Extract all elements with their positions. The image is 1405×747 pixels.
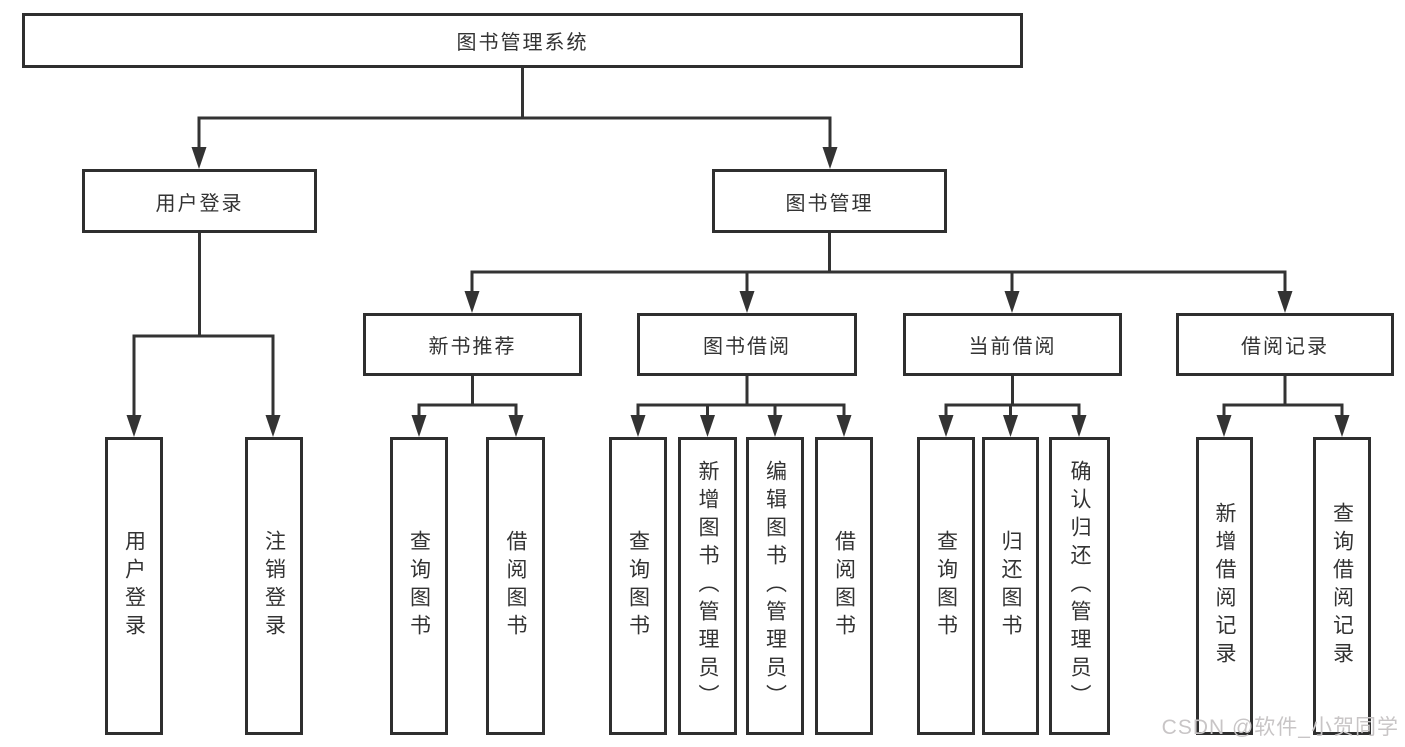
arrow-icon — [1334, 415, 1350, 437]
connector-root-branch — [197, 116, 832, 151]
arrow-icon — [700, 415, 715, 437]
leaf-query-books-1: 查询图书 — [390, 437, 448, 735]
arrow-icon — [411, 415, 427, 437]
connector-login-branch — [132, 334, 275, 418]
csdn-watermark: CSDN @软件_小贺同学 — [1161, 716, 1399, 739]
leaf-add-borrow-record: 新增借阅记录 — [1196, 437, 1253, 735]
leaf-query-books-2: 查询图书 — [609, 437, 667, 735]
arrow-icon — [464, 291, 480, 313]
connector-mgmt-branch — [470, 270, 1287, 294]
arrow-icon — [739, 291, 755, 313]
node-current-borrowing: 当前借阅 — [903, 313, 1122, 376]
leaf-add-books-admin-label: 新增图书（管理员） — [696, 460, 719, 712]
arrow-icon — [191, 147, 207, 169]
leaf-query-books-1-label: 查询图书 — [407, 530, 431, 642]
node-new-book-recommend: 新书推荐 — [363, 313, 582, 376]
arrow-icon — [1216, 415, 1232, 437]
connector-records-branch — [1222, 403, 1344, 418]
arrow-icon — [767, 415, 783, 437]
leaf-edit-books-admin: 编辑图书（管理员） — [746, 437, 804, 735]
node-book-borrowing: 图书借阅 — [637, 313, 857, 376]
leaf-add-books-admin: 新增图书（管理员） — [678, 437, 737, 735]
leaf-confirm-return-admin-label: 确认归还（管理员） — [1068, 460, 1091, 712]
arrow-icon — [508, 415, 524, 437]
leaf-user-login: 用户登录 — [105, 437, 163, 735]
node-root-label: 图书管理系统 — [456, 32, 589, 54]
arrow-icon — [1277, 291, 1293, 313]
connector-newbook-branch — [417, 403, 518, 418]
connector-paths — [132, 68, 1344, 418]
arrow-icon — [630, 415, 646, 437]
leaf-edit-books-admin-label: 编辑图书（管理员） — [763, 460, 787, 712]
leaf-logout: 注销登录 — [245, 437, 303, 735]
node-borrow-records: 借阅记录 — [1176, 313, 1394, 376]
leaf-query-borrow-record-label: 查询借阅记录 — [1330, 502, 1354, 670]
node-borrow-records-label: 借阅记录 — [1241, 336, 1329, 358]
leaf-borrow-books-1: 借阅图书 — [486, 437, 545, 735]
connector-current-branch — [944, 403, 1081, 418]
node-current-borrowing-label: 当前借阅 — [968, 336, 1057, 358]
node-root: 图书管理系统 — [22, 13, 1023, 68]
leaf-logout-label: 注销登录 — [262, 530, 286, 642]
node-book-management: 图书管理 — [712, 169, 947, 233]
connector-borrow-branch — [636, 403, 846, 418]
leaf-borrow-books-2: 借阅图书 — [815, 437, 873, 735]
node-book-borrowing-label: 图书借阅 — [703, 336, 791, 358]
leaf-add-borrow-record-label: 新增借阅记录 — [1213, 502, 1236, 670]
arrow-icon — [822, 147, 838, 169]
connector-arrowheads — [126, 147, 1350, 437]
arrow-icon — [126, 415, 142, 437]
arrow-icon — [836, 415, 852, 437]
arrow-icon — [1003, 415, 1018, 437]
leaf-query-books-3-label: 查询图书 — [934, 530, 958, 642]
node-user-login-label: 用户登录 — [155, 192, 244, 215]
arrow-icon — [1004, 291, 1020, 313]
leaf-borrow-books-1-label: 借阅图书 — [504, 530, 527, 642]
arrow-icon — [265, 415, 281, 437]
leaf-query-borrow-record: 查询借阅记录 — [1313, 437, 1371, 735]
leaf-return-books: 归还图书 — [982, 437, 1039, 735]
node-new-book-recommend-label: 新书推荐 — [428, 336, 517, 358]
leaf-user-login-label: 用户登录 — [122, 530, 146, 642]
node-user-login: 用户登录 — [82, 169, 317, 233]
leaf-query-books-3: 查询图书 — [917, 437, 975, 735]
arrow-icon — [1071, 415, 1087, 437]
leaf-query-books-2-label: 查询图书 — [626, 530, 650, 642]
leaf-return-books-label: 归还图书 — [999, 530, 1022, 642]
arrow-icon — [938, 415, 954, 437]
node-book-management-label: 图书管理 — [785, 192, 874, 215]
leaf-confirm-return-admin: 确认归还（管理员） — [1049, 437, 1110, 735]
leaf-borrow-books-2-label: 借阅图书 — [832, 530, 856, 642]
